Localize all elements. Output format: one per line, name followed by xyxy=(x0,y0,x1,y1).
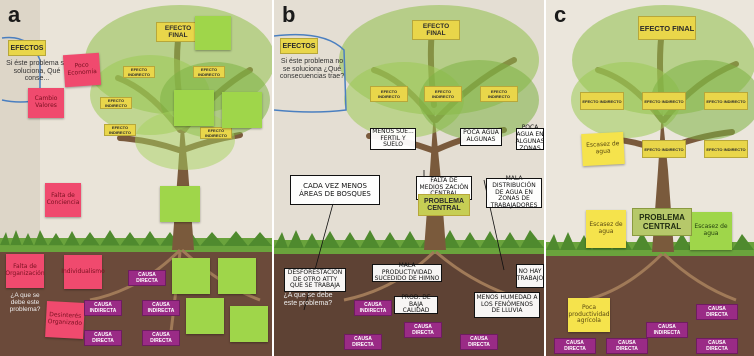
handwritten-note: MALA DISTRIBUCIÓN DE AGUA EN ZONAS DE TR… xyxy=(486,175,542,209)
panel-a: a EFECTOS Si éste problema se soluciona,… xyxy=(0,0,272,356)
indirect-effect-c-3: EFECTO INDIRECTO xyxy=(704,92,748,110)
final-effect-c: EFECTO FINAL xyxy=(638,16,696,40)
effects-question-a: Si éste problema se soluciona, Qué conse… xyxy=(6,60,68,83)
central-problem-b: PROBLEMA CENTRAL xyxy=(418,194,470,216)
handwritten-note: POCA AGUA ALGUNAS xyxy=(460,128,502,146)
handwritten-note: MENOS SUE... FERTIL Y SUELO xyxy=(370,128,416,150)
sticky-note-green xyxy=(174,90,214,126)
panel-c-letter: c xyxy=(554,2,567,27)
indirect-effect-a-2: EFECTO INDIRECTO xyxy=(193,66,225,78)
handwritten-note: NO HAY TRABAJO xyxy=(516,264,544,288)
sticky-note-green xyxy=(160,186,200,222)
final-effect-b: EFECTO FINAL xyxy=(412,20,460,40)
direct-cause-b-2: CAUSA DIRECTA xyxy=(344,334,382,350)
direct-cause-b-3: CAUSA DIRECTA xyxy=(460,334,498,350)
direct-cause-a-3: CAUSA DIRECTA xyxy=(142,330,180,346)
panel-divider xyxy=(272,0,274,356)
indirect-cause-a-2: CAUSA INDIRECTA xyxy=(142,300,180,316)
sticky-note-green xyxy=(195,16,231,50)
sticky-note-green xyxy=(222,92,262,128)
indirect-effect-a-3: EFECTO INDIRECTO xyxy=(100,97,132,109)
sticky-note-yellow: Escasez de agua xyxy=(581,131,625,167)
indirect-effect-a-1: EFECTO INDIRECTO xyxy=(123,66,155,78)
sticky-note-green xyxy=(218,258,256,294)
sticky-note-green xyxy=(230,306,268,342)
indirect-effect-c-4: EFECTO INDIRECTO xyxy=(642,140,686,158)
handwritten-note: PROD. DE BAJA CALIDAD xyxy=(394,294,438,314)
indirect-effect-b-2: EFECTO INDIRECTO xyxy=(424,86,462,102)
direct-cause-a-2: CAUSA DIRECTA xyxy=(84,330,122,346)
handwritten-note: POCA AGUA EN ALGUNAS ZONAS xyxy=(515,124,544,152)
direct-cause-b-1: CAUSA DIRECTA xyxy=(404,322,442,338)
indirect-effect-b-3: EFECTO INDIRECTO xyxy=(480,86,518,102)
panel-divider xyxy=(544,0,546,356)
final-effect-a: EFECTO FINAL xyxy=(156,22,200,42)
central-problem-c: PROBLEMA CENTRAL xyxy=(632,208,692,236)
handwritten-note: MENOS HUMEDAD A LOS FENÓMENOS DE LLUVIA xyxy=(474,292,540,318)
direct-cause-c-1: CAUSA DIRECTA xyxy=(696,304,738,320)
indirect-cause-a-1: CAUSA INDIRECTA xyxy=(84,300,122,316)
direct-cause-c-4: CAUSA DIRECTA xyxy=(696,338,738,354)
sticky-note-pink: Desinterés Organizado xyxy=(45,301,85,339)
indirect-cause-c-1: CAUSA INDIRECTA xyxy=(646,322,688,338)
handwritten-note: CADA VEZ MENOS ÁREAS DE BOSQUES xyxy=(290,175,380,205)
effects-title-b: EFECTOS xyxy=(280,38,318,54)
handwritten-note: MALA PRODUCTIVIDAD SUCEDIDO DE HIMNO xyxy=(372,262,442,282)
panel-a-letter: a xyxy=(8,2,21,27)
sticky-note-green: Escasez de agua xyxy=(690,212,732,250)
direct-cause-a-1: CAUSA DIRECTA xyxy=(128,270,166,286)
indirect-effect-a-5: EFECTO INDIRECTO xyxy=(200,127,232,139)
panel-c: c EFECTO FINAL EFECTO INDIRECTO EFECTO I… xyxy=(546,0,754,356)
sticky-note-pink: Falta de Conciencia xyxy=(45,183,81,217)
indirect-effect-b-1: EFECTO INDIRECTO xyxy=(370,86,408,102)
handwritten-note: DESFORESTACIÓN DE OTRO ATTY QUE SE TRABA… xyxy=(284,268,346,292)
sticky-note-pink: Cambio Valores xyxy=(28,88,64,118)
panel-b-letter: b xyxy=(282,2,296,27)
indirect-effect-a-4: EFECTO INDIRECTO xyxy=(104,124,136,136)
cause-question-a: ¿A que se debe este problema? xyxy=(9,292,41,314)
sticky-note-pink: Falta de Organización xyxy=(5,254,45,288)
sticky-note-pink: Poco Economía xyxy=(62,52,102,88)
sticky-note-yellow: Poca productividad agrícola xyxy=(568,298,610,332)
direct-cause-c-2: CAUSA DIRECTA xyxy=(554,338,596,354)
cause-question-b: ¿A que se debe este problema? xyxy=(283,292,333,307)
sticky-note-green xyxy=(186,298,224,334)
sticky-note-green xyxy=(172,258,210,294)
sticky-note-pink: Individualismo xyxy=(61,255,105,289)
indirect-effect-c-5: EFECTO INDIRECTO xyxy=(704,140,748,158)
indirect-cause-b-1: CAUSA INDIRECTA xyxy=(354,300,392,316)
sticky-note-yellow: Escasez de agua xyxy=(586,210,626,248)
effects-question-b: Si éste problema no se soluciona ¿Qué co… xyxy=(279,58,345,81)
direct-cause-c-3: CAUSA DIRECTA xyxy=(606,338,648,354)
panel-b: b EFECTOS Si éste problema no se solucio… xyxy=(274,0,544,356)
indirect-effect-c-1: EFECTO INDIRECTO xyxy=(580,92,624,110)
effects-title-a: EFECTOS xyxy=(8,40,46,56)
indirect-effect-c-2: EFECTO INDIRECTO xyxy=(642,92,686,110)
